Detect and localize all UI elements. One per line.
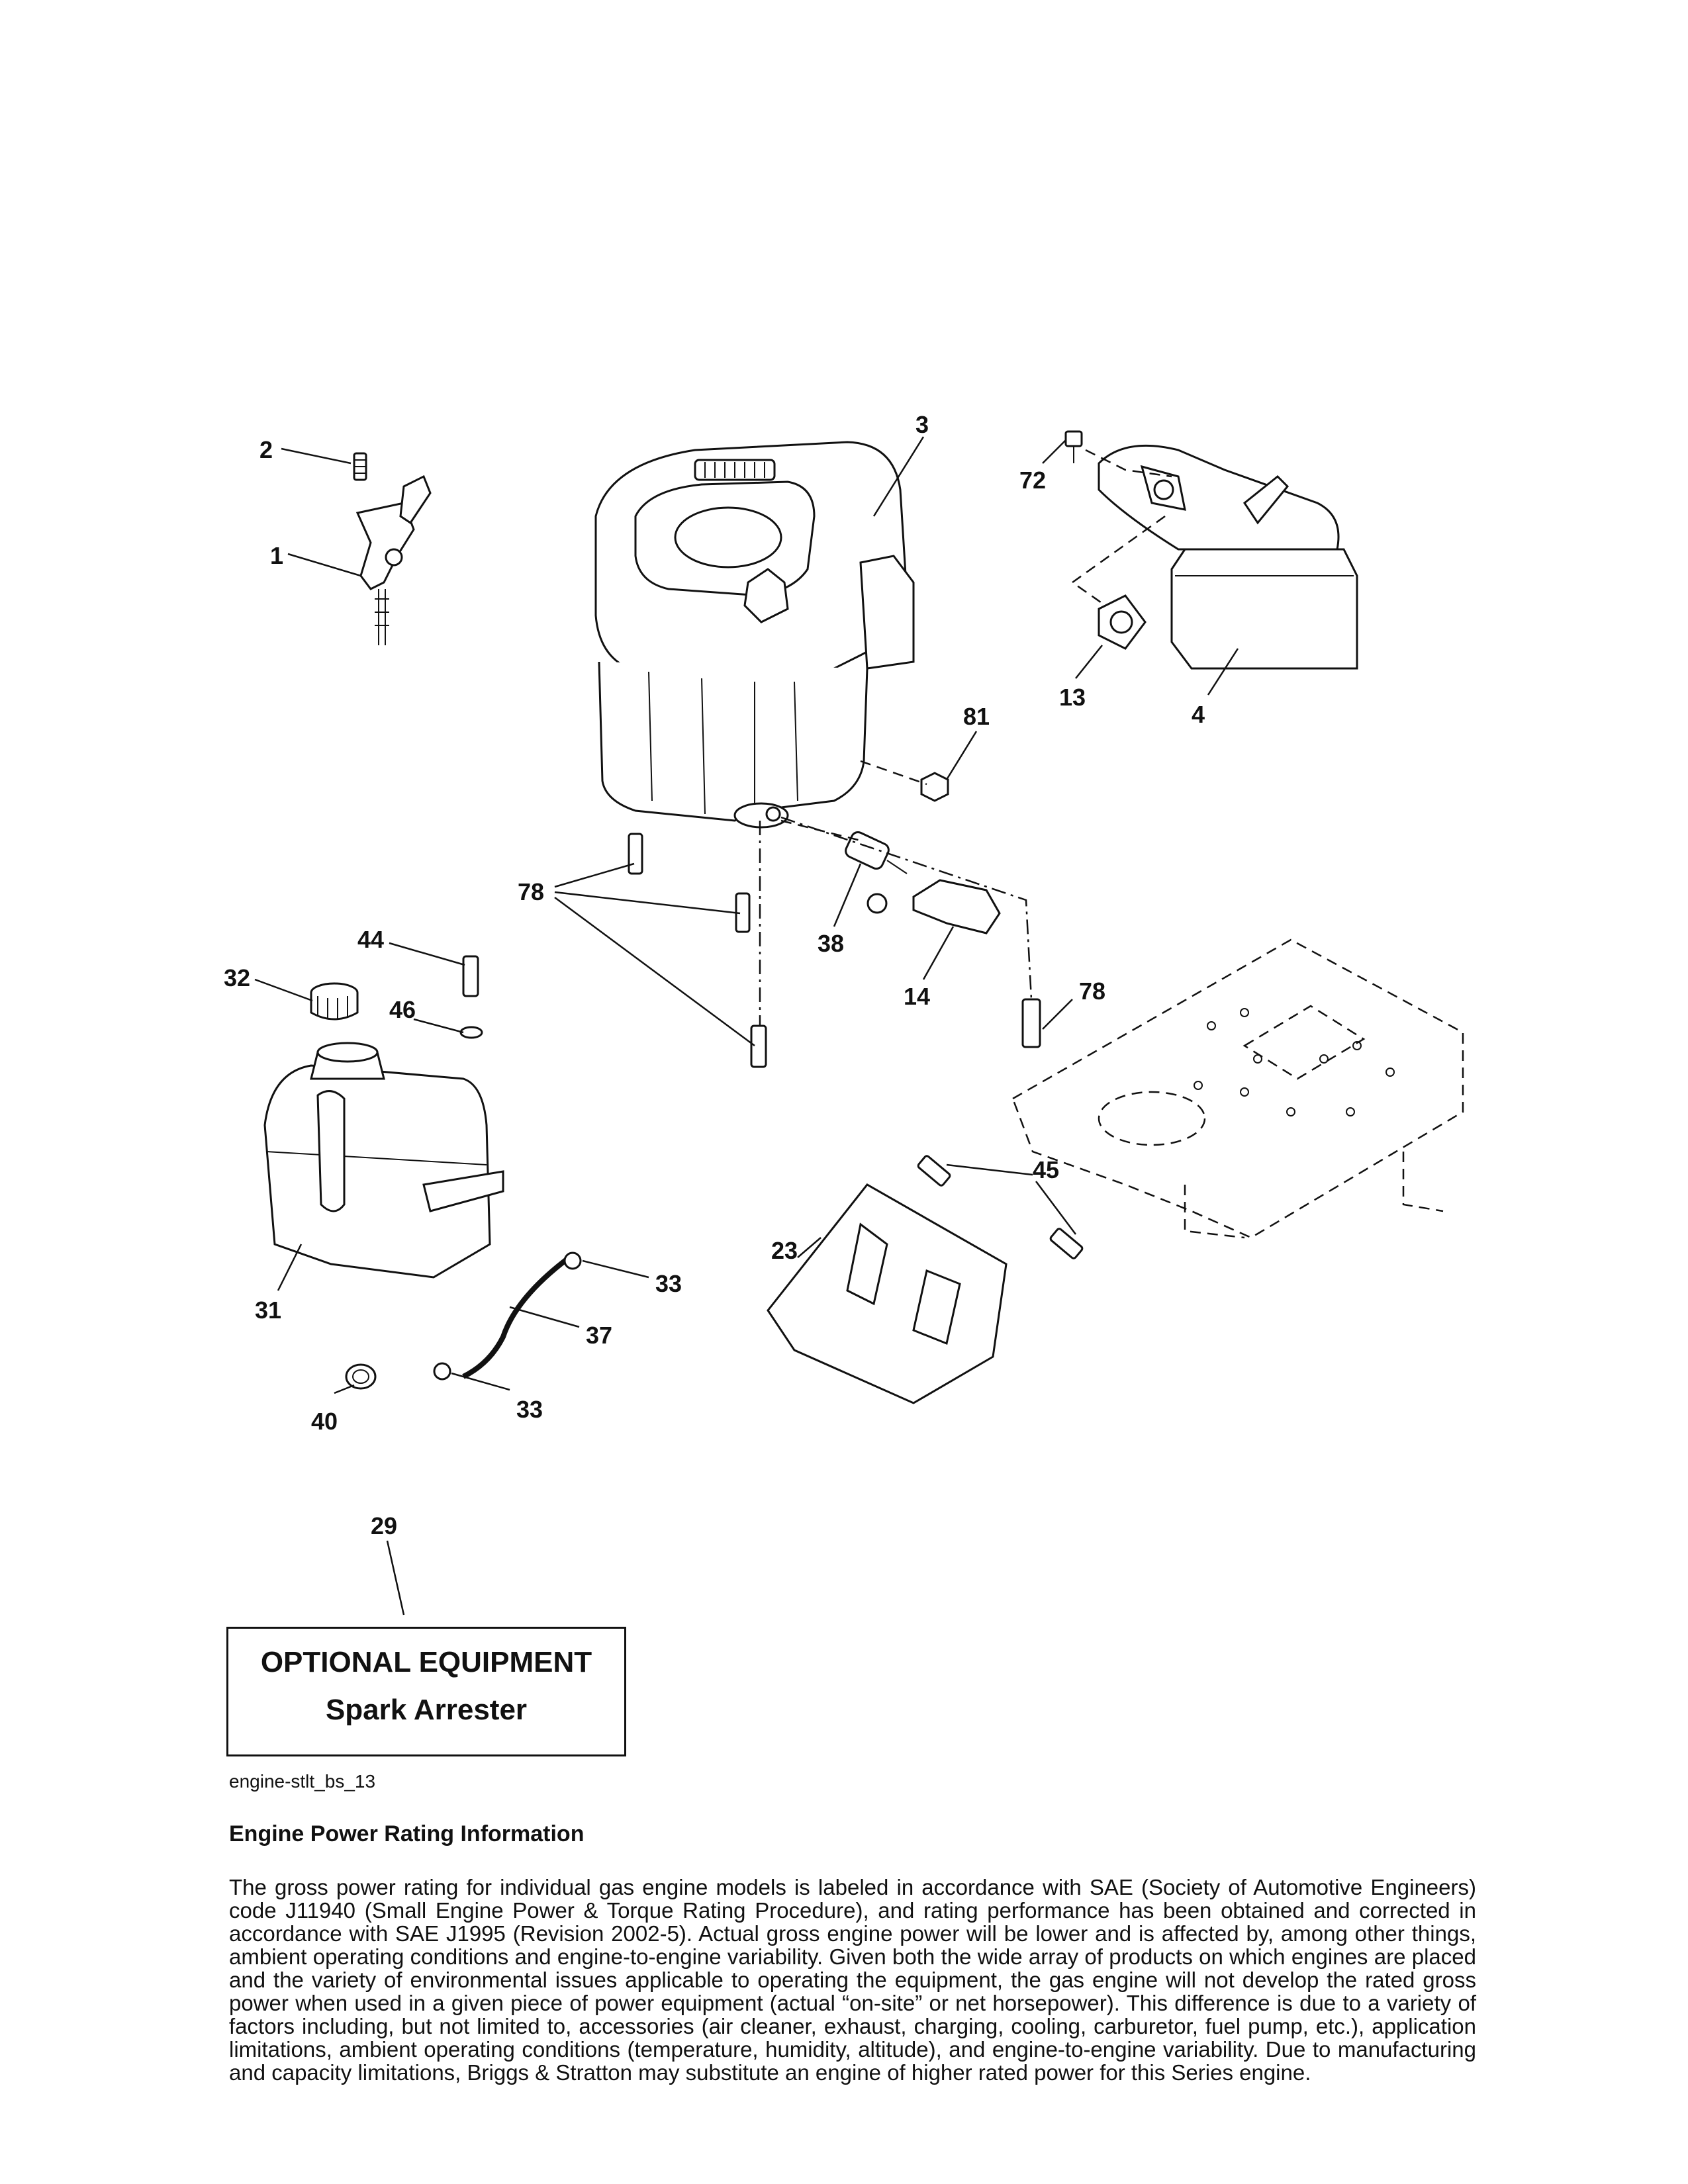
fuel-tank-part bbox=[263, 955, 504, 1279]
throttle-control-part bbox=[353, 452, 432, 645]
info-body: The gross power rating for individual ga… bbox=[229, 1875, 1476, 2085]
heat-shield-part bbox=[767, 1155, 1084, 1404]
callout-78-right: 78 bbox=[1079, 978, 1105, 1005]
callout-labels: 2 1 3 72 13 4 81 78 38 14 78 44 32 46 31… bbox=[224, 411, 1205, 1539]
muffler-part bbox=[1064, 430, 1358, 670]
optional-equipment-box: OPTIONAL EQUIPMENT Spark Arrester bbox=[226, 1627, 626, 1756]
callout-14: 14 bbox=[904, 983, 930, 1010]
callout-44: 44 bbox=[357, 926, 384, 953]
engine-mounting-frame bbox=[1011, 938, 1464, 1239]
engine-hardware-parts bbox=[628, 760, 1041, 1068]
callout-72: 72 bbox=[1019, 467, 1046, 494]
callout-32: 32 bbox=[224, 964, 250, 991]
fuel-line-part bbox=[345, 1251, 582, 1390]
callout-40: 40 bbox=[311, 1408, 338, 1435]
optional-equipment-title: OPTIONAL EQUIPMENT bbox=[260, 1646, 592, 1678]
engine-part bbox=[594, 441, 915, 829]
callout-78-left: 78 bbox=[518, 878, 544, 905]
callout-33-top: 33 bbox=[655, 1270, 682, 1297]
optional-equipment-item: Spark Arrester bbox=[325, 1694, 528, 1726]
callout-33-bottom: 33 bbox=[516, 1396, 543, 1423]
callout-2: 2 bbox=[259, 436, 273, 463]
callout-38: 38 bbox=[818, 930, 844, 957]
callout-31: 31 bbox=[255, 1297, 281, 1324]
callout-4: 4 bbox=[1192, 701, 1205, 728]
callout-81: 81 bbox=[963, 703, 990, 730]
callout-46: 46 bbox=[389, 996, 416, 1023]
diagram-code: engine-stlt_bs_13 bbox=[229, 1771, 376, 1792]
callout-45: 45 bbox=[1033, 1156, 1059, 1183]
callout-37: 37 bbox=[586, 1322, 612, 1349]
callout-3: 3 bbox=[915, 411, 929, 438]
leader-lines bbox=[254, 436, 1239, 1615]
callout-13: 13 bbox=[1059, 684, 1086, 711]
callout-1: 1 bbox=[270, 542, 283, 569]
callout-23: 23 bbox=[771, 1237, 798, 1264]
callout-29: 29 bbox=[371, 1512, 397, 1539]
parts-diagram: 2 1 3 72 13 4 81 78 38 14 78 44 32 46 31… bbox=[224, 411, 1464, 1615]
info-heading: Engine Power Rating Information bbox=[229, 1821, 585, 1846]
